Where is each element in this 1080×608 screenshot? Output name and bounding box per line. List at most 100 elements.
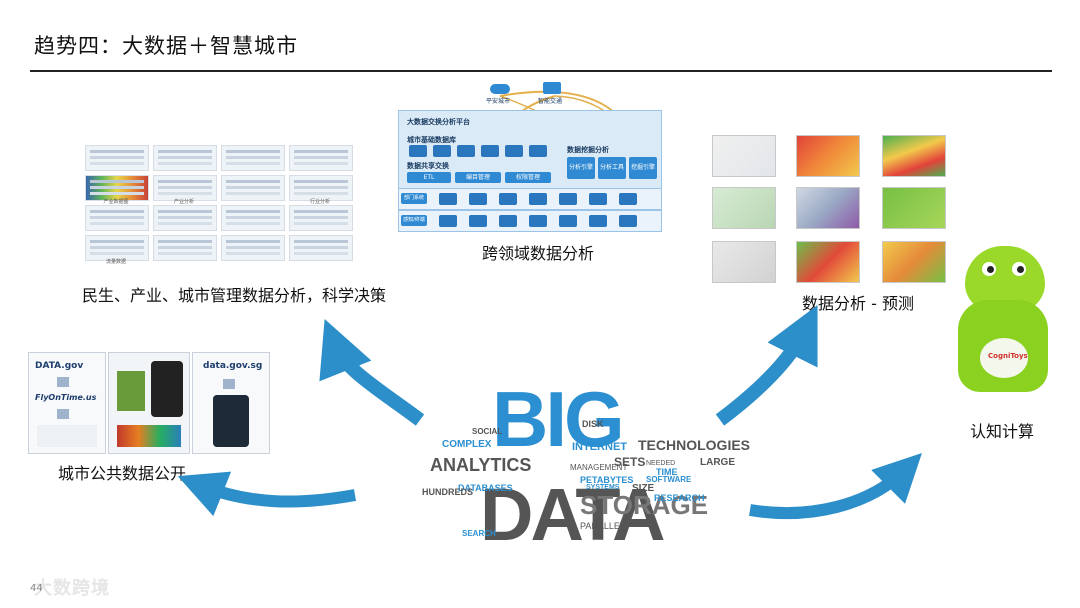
datagov-logo: DATA.gov xyxy=(35,361,84,371)
arrow-to-left-bottom xyxy=(177,471,357,517)
share-item-permission: 权限管理 xyxy=(505,172,551,183)
thumbnail-8 xyxy=(289,175,353,201)
map-thumbnail xyxy=(882,187,946,229)
word-cloud-term: SOCIAL xyxy=(472,427,503,436)
database-icon xyxy=(409,145,427,157)
database-icon xyxy=(505,145,523,157)
open-data-panel-datagovsg: data.gov.sg xyxy=(192,352,270,454)
page-number: 44 xyxy=(30,583,43,594)
map-thumbnail xyxy=(796,241,860,283)
database-icon xyxy=(529,145,547,157)
word-cloud-term: DISK xyxy=(582,419,604,429)
system-icon xyxy=(559,193,577,205)
thumbnail-16 xyxy=(289,235,353,261)
thumbnail-label: 产业分析 xyxy=(173,199,194,205)
caption-cognitive: 认知计算 xyxy=(970,422,1035,441)
caption-data-decision: 民生、产业、城市管理数据分析，科学决策 xyxy=(82,286,387,305)
thumbnail-5 xyxy=(85,175,149,201)
video-icon xyxy=(469,215,487,227)
word-cloud-term: PARALLEL xyxy=(580,521,625,531)
platform-top-label-safe-city: 平安城市 xyxy=(486,98,511,105)
arrow-to-right-top xyxy=(715,304,818,426)
prediction-map-grid xyxy=(712,135,952,285)
platform-header: 大数据交换分析平台 xyxy=(407,118,470,126)
wifi-icon xyxy=(559,215,577,227)
word-cloud-term: RESEARCH xyxy=(654,493,705,503)
word-cloud-term: MANAGEMENT xyxy=(570,463,628,472)
map-thumbnail xyxy=(712,241,776,283)
word-cloud-term: LARGE xyxy=(700,457,735,468)
share-item-etl: ETL xyxy=(407,172,451,183)
word-cloud-term: SEARCH xyxy=(462,529,496,538)
system-icon xyxy=(529,193,547,205)
thumbnail-label: 流量数据 xyxy=(105,259,126,265)
sensor-icon xyxy=(499,215,517,227)
word-cloud-term: INTERNET xyxy=(572,441,627,453)
down-arrow-icon xyxy=(223,379,235,389)
down-arrow-icon xyxy=(57,409,69,419)
thumbnail-11 xyxy=(221,205,285,231)
word-big: BIG xyxy=(492,375,625,463)
app-icons-strip xyxy=(117,425,181,447)
analysis-item-tools: 分析工具 xyxy=(598,157,626,179)
thumbnail-1 xyxy=(85,145,149,171)
thumbnail-2 xyxy=(153,145,217,171)
thumbnail-3 xyxy=(221,145,285,171)
caption-cross-domain: 跨领域数据分析 xyxy=(482,244,595,263)
word-cloud-term: COMPLEX xyxy=(442,439,492,450)
camera-icon xyxy=(439,215,457,227)
tower-icon xyxy=(529,215,547,227)
share-item-catalog: 编目管理 xyxy=(455,172,501,183)
device-icon xyxy=(619,215,637,227)
dashboard-thumbnail-grid: 产业数据图 产业分析 行业分析 流量数据 xyxy=(85,145,353,275)
bus-icon xyxy=(543,82,561,94)
word-cloud-term: TIME xyxy=(656,467,678,477)
phone-icon xyxy=(151,361,183,417)
open-data-panel-apps xyxy=(108,352,190,454)
word-cloud-term: PETABYTES xyxy=(580,475,634,485)
flyontime-logo: FlyOnTime.us xyxy=(35,393,97,402)
word-cloud-term: HUNDREDS xyxy=(422,487,474,497)
platform-base-db: 城市基础数据库 xyxy=(407,136,456,144)
caption-open-data: 城市公共数据公开 xyxy=(58,464,187,483)
terminal-icon xyxy=(589,215,607,227)
caption-prediction: 数据分析 - 预测 xyxy=(802,294,914,313)
platform-top-label-traffic: 智能交通 xyxy=(538,98,563,105)
thumbnail-15 xyxy=(221,235,285,261)
robot-pupil xyxy=(1017,266,1024,273)
word-cloud-term: SETS xyxy=(614,455,646,469)
system-icon xyxy=(619,193,637,205)
word-cloud-term: SIZE xyxy=(632,483,655,494)
map-thumbnail xyxy=(882,241,946,283)
title-divider xyxy=(30,70,1052,72)
thumbnail-4 xyxy=(289,145,353,171)
analysis-item-mining: 挖掘引擎 xyxy=(629,157,657,179)
word-cloud-term: SYSTEMS xyxy=(586,484,620,491)
system-icon xyxy=(589,193,607,205)
map-thumbnail xyxy=(712,187,776,229)
thumbnail-6 xyxy=(153,175,217,201)
system-icon xyxy=(469,193,487,205)
thumbnail-12 xyxy=(289,205,353,231)
thumbnail-13 xyxy=(85,235,149,261)
system-icon xyxy=(439,193,457,205)
word-cloud-term: NEEDED xyxy=(646,460,676,467)
word-cloud-term: STORAGE xyxy=(580,490,709,520)
map-thumbnail xyxy=(796,187,860,229)
datagovsg-logo: data.gov.sg xyxy=(203,361,263,371)
document-preview xyxy=(37,425,97,447)
map-thumbnail xyxy=(882,135,946,177)
big-data-word-cloud: BIG DATA ANALYTICS COMPLEX SOCIAL INTERN… xyxy=(400,375,750,560)
word-cloud-term: TECHNOLOGIES xyxy=(638,437,751,453)
platform-row-departments: 部门系统 xyxy=(398,188,662,210)
platform-row-sensors: 感知/终端 xyxy=(398,210,662,232)
thumbnail-label: 产业数据图 xyxy=(103,199,129,205)
map-thumbnail xyxy=(712,135,776,177)
word-cloud-term: DATABASES xyxy=(458,483,513,493)
thumbnail-label: 行业分析 xyxy=(309,199,330,205)
tablet-icon xyxy=(213,395,249,447)
platform-share: 数据共享交换 xyxy=(407,162,449,170)
cloud-icon xyxy=(490,84,510,94)
robot-badge: CogniToys xyxy=(988,352,1028,360)
